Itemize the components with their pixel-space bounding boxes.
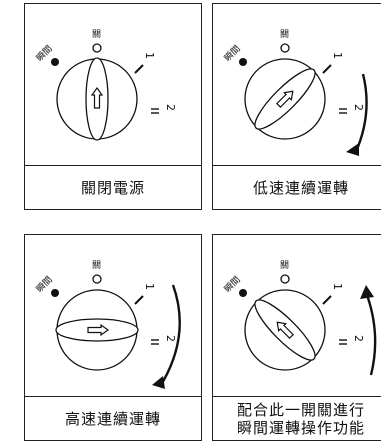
- pointer-arrow-icon: [87, 323, 110, 337]
- low-label: 1: [143, 283, 156, 290]
- low-label: 1: [331, 52, 344, 59]
- panel-high: 瞬間 關 1 2 高速連續運轉: [24, 234, 202, 441]
- knob-grip: [55, 318, 139, 342]
- switch-diagram-off: 瞬間 關 1 2: [34, 29, 177, 141]
- rotation-arrowhead-icon: [152, 376, 165, 389]
- low-tick-icon: [322, 295, 332, 305]
- high-label: 2: [352, 335, 365, 342]
- pointer-arrow-icon: [90, 86, 104, 109]
- high-label: 2: [352, 104, 365, 111]
- rotation-arc-icon: [365, 294, 377, 376]
- panel-low: 瞬間 關 1 2 低速連續運轉: [212, 3, 381, 210]
- rotation-arrowhead-icon: [360, 285, 374, 299]
- panel-off: 瞬間 關 1 2 關閉電源: [24, 3, 202, 210]
- knob-body: [244, 58, 326, 140]
- knob-grip: [254, 68, 316, 130]
- switch-diagram-instant: 瞬間 關 1 2: [222, 260, 377, 376]
- off-ring-icon: [92, 43, 102, 53]
- pointer-arrow-icon: [276, 321, 294, 339]
- low-tick-icon: [134, 295, 144, 305]
- knob-body: [244, 289, 326, 371]
- instant-dot-icon: [239, 289, 247, 297]
- low-tick-icon: [134, 64, 144, 74]
- rotation-arc-icon: [159, 284, 181, 386]
- rotation-arrowhead-icon: [346, 143, 359, 156]
- panel-instant: 瞬間 關 1 2 配合此一開關進行 瞬間運轉操作功能: [212, 234, 381, 441]
- off-label: 關: [280, 29, 289, 40]
- caption-high: 高速連續運轉: [25, 396, 201, 440]
- caption-off: 關閉電源: [25, 165, 201, 209]
- knob-grip: [254, 299, 316, 361]
- instant-dot-icon: [239, 58, 247, 66]
- switch-diagram-high: 瞬間 關 1 2: [34, 260, 181, 389]
- rotation-arc-icon: [353, 73, 368, 155]
- knob-grip: [85, 57, 109, 141]
- low-tick-icon: [322, 64, 332, 74]
- pointer-arrow-icon: [276, 90, 294, 108]
- high-label: 2: [164, 104, 177, 111]
- instant-dot-icon: [51, 289, 59, 297]
- off-label: 關: [280, 260, 289, 271]
- off-ring-icon: [92, 274, 102, 284]
- off-ring-icon: [280, 274, 290, 284]
- low-label: 1: [143, 52, 156, 59]
- off-label: 關: [92, 29, 101, 40]
- low-label: 1: [331, 283, 344, 290]
- instant-dot-icon: [51, 58, 59, 66]
- off-ring-icon: [280, 43, 290, 53]
- switch-diagram-low: 瞬間 關 1 2: [222, 29, 368, 156]
- high-label: 2: [164, 335, 177, 342]
- caption-low: 低速連續運轉: [213, 165, 381, 209]
- off-label: 關: [92, 260, 101, 271]
- caption-instant: 配合此一開關進行 瞬間運轉操作功能: [213, 396, 381, 440]
